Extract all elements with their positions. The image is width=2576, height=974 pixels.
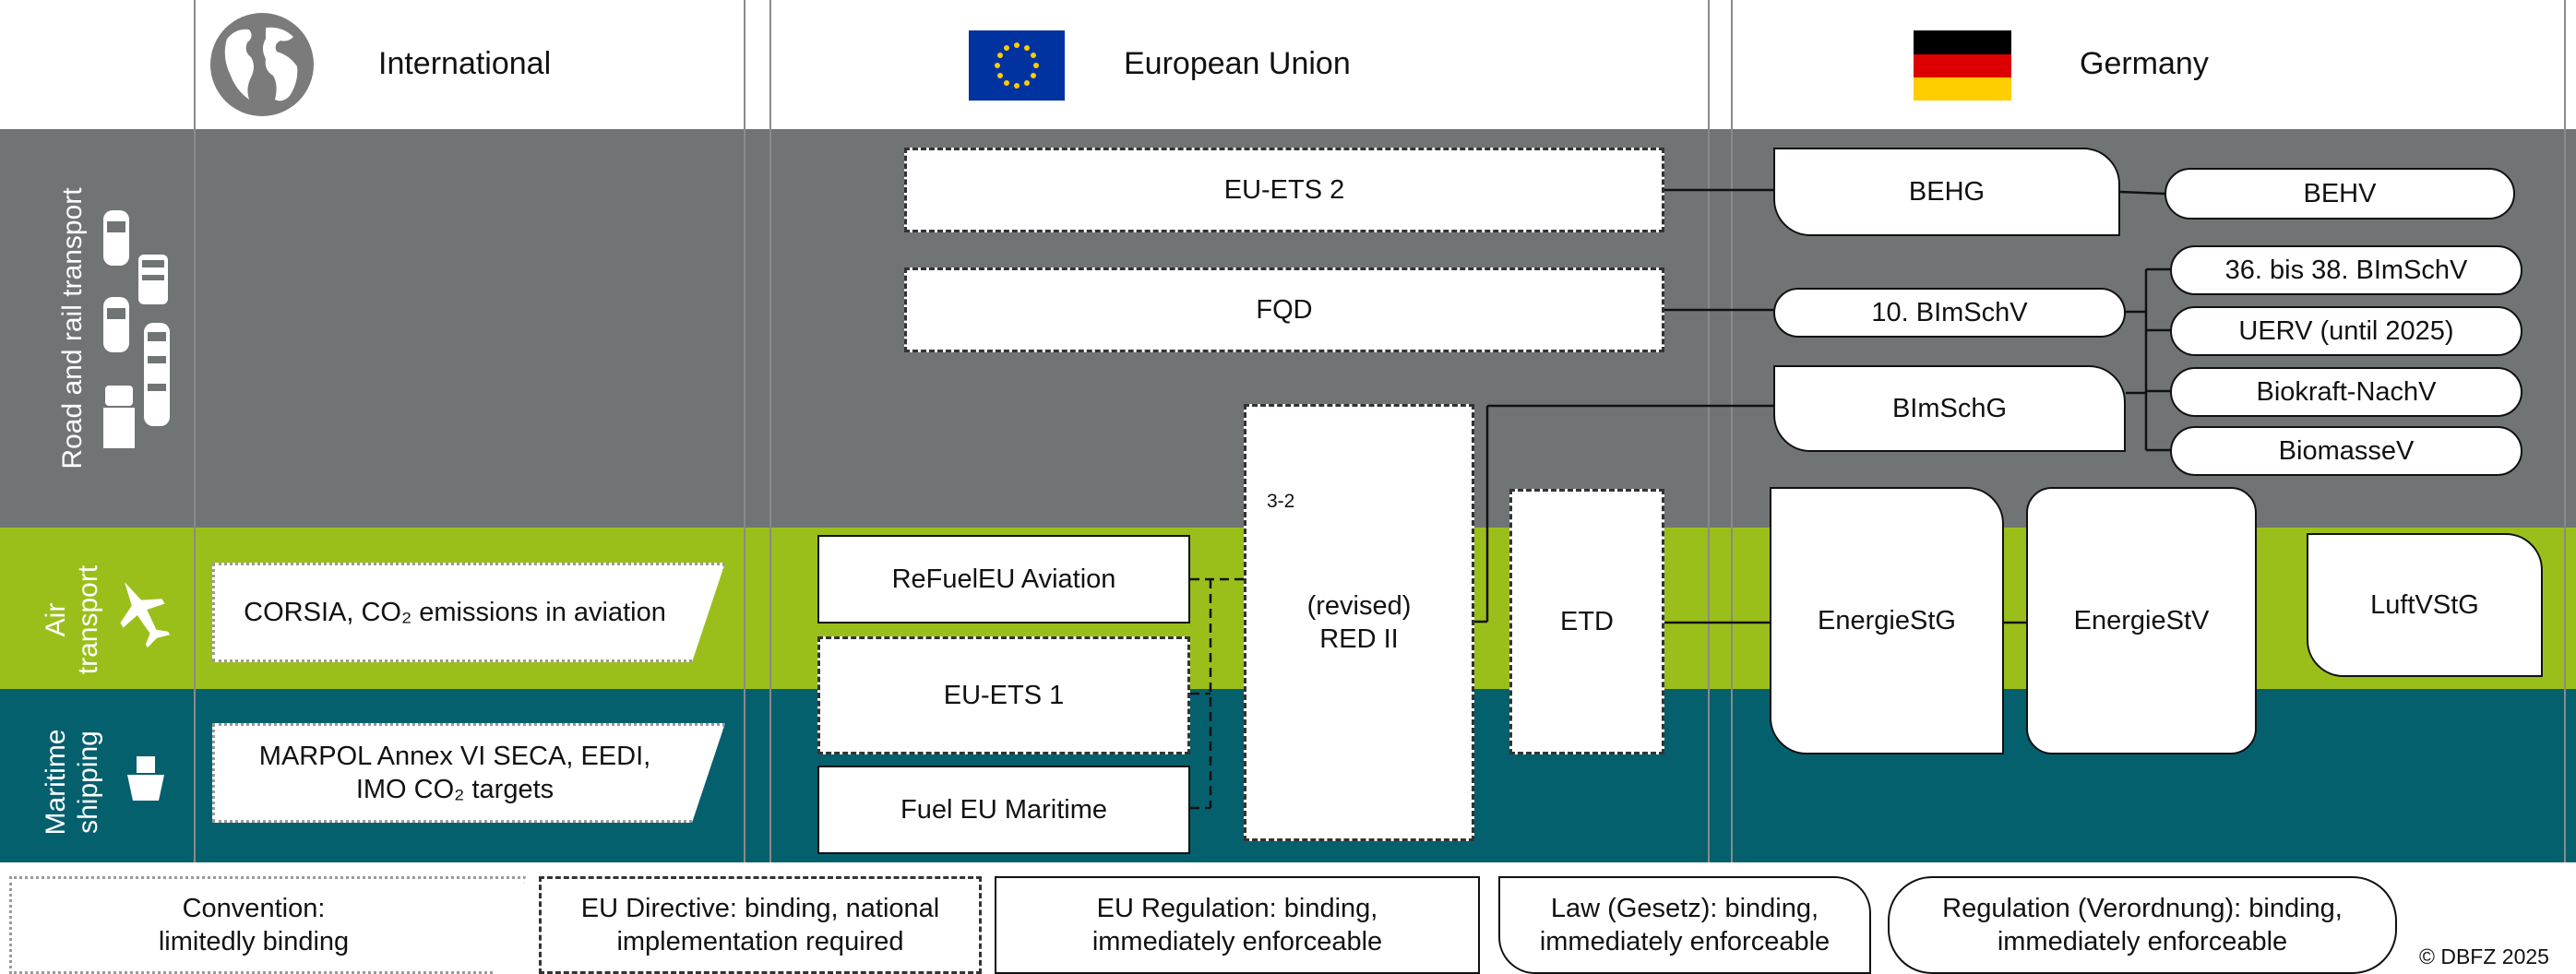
column-divider — [194, 0, 196, 862]
etd-label: ETD — [1560, 606, 1614, 636]
train-icon — [144, 323, 170, 426]
red-ii-label-1: (revised) — [1306, 590, 1412, 621]
behv-label: BEHV — [2303, 178, 2377, 208]
biokraft-label: Biokraft-NachV — [2256, 376, 2437, 407]
legend-ordinance-label-2: immediately enforceable — [1997, 927, 2288, 956]
column-divider — [769, 0, 771, 862]
eu-ets1-box: EU-ETS 1 — [817, 636, 1190, 754]
legend-convention-label-1: Convention: — [182, 893, 326, 923]
bimschv10-label: 10. BImSchV — [1871, 297, 2028, 327]
legend-law-label-1: Law (Gesetz): binding, — [1550, 893, 1819, 923]
energiestv-box: EnergieStV — [2026, 487, 2257, 754]
copyright: © DBFZ 2025 — [2419, 944, 2549, 968]
marpol-label-2: IMO CO₂ targets — [355, 775, 555, 804]
legend-regulation: EU Regulation: binding, immediately enfo… — [995, 876, 1480, 974]
marpol-box: MARPOL Annex VI SECA, EEDI, IMO CO₂ targ… — [212, 723, 725, 823]
behv-box: BEHV — [2165, 168, 2515, 220]
etd-box: ETD — [1509, 489, 1664, 754]
legend-directive: EU Directive: binding, national implemen… — [539, 876, 982, 974]
legend-law-label-2: immediately enforceable — [1539, 927, 1831, 956]
fueleu-box: Fuel EU Maritime — [817, 766, 1190, 854]
red-ii-box: 3-2 (revised) RED II — [1244, 404, 1474, 841]
refueleu-label: ReFuelEU Aviation — [891, 564, 1116, 594]
eu-ets2-label: EU-ETS 2 — [1223, 174, 1345, 205]
column-divider — [2564, 0, 2566, 862]
marpol-label-1: MARPOL Annex VI SECA, EEDI, — [258, 741, 651, 771]
bimschv36-label: 36. bis 38. BImSchV — [2224, 255, 2468, 285]
fueleu-label: Fuel EU Maritime — [900, 794, 1107, 825]
bimschg-label: BImSchG — [1891, 393, 2008, 423]
red-ii-label-2: RED II — [1319, 624, 1399, 654]
bus-icon — [138, 255, 168, 304]
eu-ets1-label: EU-ETS 1 — [943, 680, 1065, 710]
legend-convention-label-2: limitedly binding — [158, 927, 350, 956]
legend-directive-label-1: EU Directive: binding, national — [580, 893, 940, 923]
legend-ordinance: Regulation (Verordnung): binding, immedi… — [1888, 876, 2397, 974]
luftvstg-label: LuftVStG — [2370, 589, 2479, 620]
legend-directive-label-2: implementation required — [616, 927, 904, 956]
biokraft-box: Biokraft-NachV — [2170, 367, 2522, 417]
header-international: International — [378, 46, 552, 81]
fqd-label: FQD — [1256, 294, 1313, 325]
corsia-box: CORSIA, CO₂ emissions in aviation — [212, 563, 725, 662]
car-icon — [103, 210, 129, 266]
uerv-box: UERV (until 2025) — [2170, 306, 2522, 356]
germany-flag-icon — [1914, 30, 2011, 101]
header-germany: Germany — [2080, 46, 2209, 81]
behg-label: BEHG — [1908, 176, 1986, 207]
legend-law: Law (Gesetz): binding, immediately enfor… — [1498, 876, 1871, 974]
legend-ordinance-label-1: Regulation (Verordnung): binding, — [1942, 893, 2343, 923]
column-divider — [744, 0, 745, 862]
eu-flag-icon — [969, 30, 1065, 101]
car-icon — [103, 297, 129, 352]
airplane-icon — [120, 582, 170, 648]
energiestg-box: EnergieStG — [1770, 487, 2004, 754]
legend-convention: Convention: limitedly binding — [9, 876, 526, 974]
refueleu-box: ReFuelEU Aviation — [817, 535, 1190, 624]
eu-ets2-box: EU-ETS 2 — [904, 148, 1664, 232]
fqd-box: FQD — [904, 267, 1664, 352]
header-eu: European Union — [1124, 46, 1351, 81]
legend-regulation-label-1: EU Regulation: binding, — [1096, 893, 1378, 923]
red-ii-note: 3-2 — [1267, 491, 1295, 512]
energiestg-label: EnergieStG — [1818, 605, 1956, 635]
energiestv-label: EnergieStV — [2073, 605, 2210, 635]
column-divider — [1731, 0, 1733, 862]
bimschv36-box: 36. bis 38. BImSchV — [2170, 245, 2522, 295]
globe-icon — [210, 13, 314, 116]
bimschg-box: BImSchG — [1773, 365, 2126, 452]
column-divider — [1708, 0, 1710, 862]
truck-icon — [103, 386, 135, 448]
corsia-label: CORSIA, CO₂ emissions in aviation — [244, 597, 666, 627]
biomasse-label: BiomasseV — [2278, 435, 2415, 466]
luftvstg-box: LuftVStG — [2307, 533, 2543, 677]
ship-icon — [127, 756, 164, 801]
biomasse-box: BiomasseV — [2170, 426, 2522, 476]
uerv-label: UERV (until 2025) — [2238, 315, 2454, 346]
legend-regulation-label-2: immediately enforceable — [1091, 927, 1383, 956]
bimschv10-box: 10. BImSchV — [1773, 288, 2126, 338]
behg-box: BEHG — [1773, 148, 2120, 236]
